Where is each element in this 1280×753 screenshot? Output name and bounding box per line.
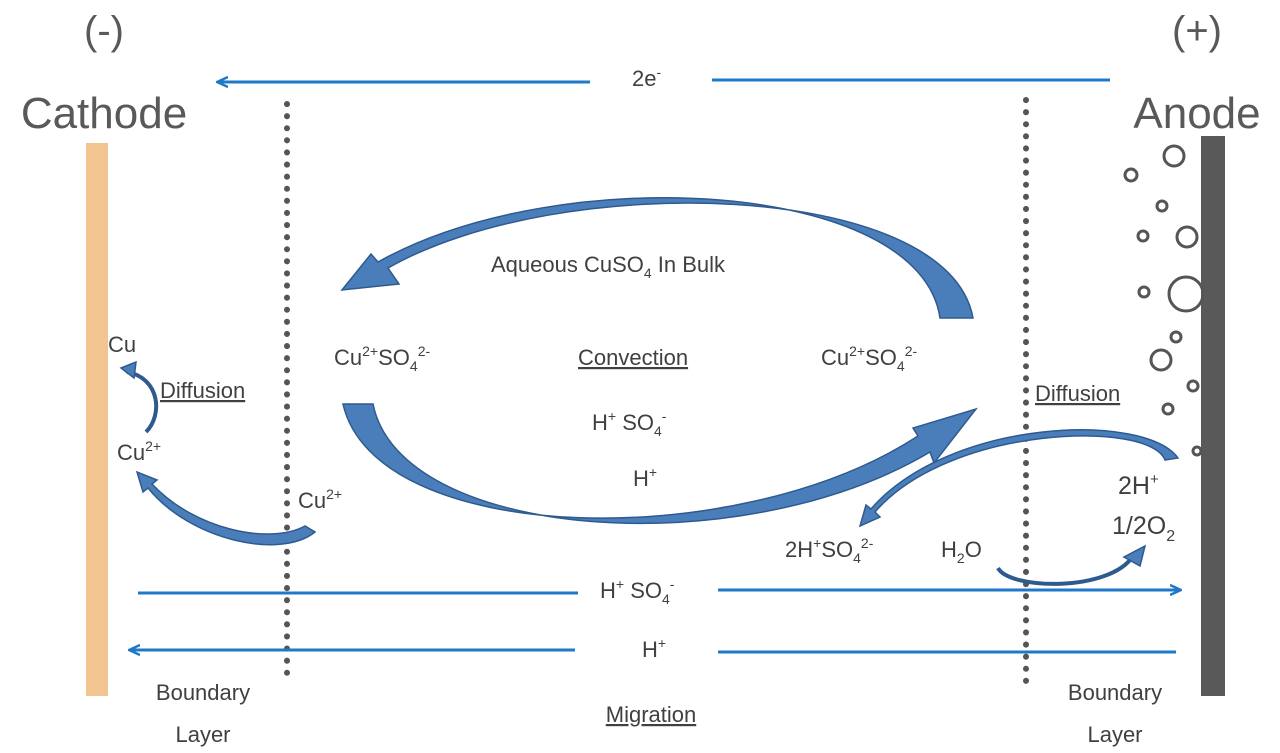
anode-electrode	[1201, 136, 1225, 696]
anode-products-line-1: 2H+	[1118, 471, 1159, 500]
anode-reaction-arrow	[996, 554, 1135, 586]
cathode-boundary-label-2: Layer	[175, 722, 230, 747]
cathode-cu2-left: Cu2+	[117, 438, 161, 465]
anode-boundary-label-2: Layer	[1087, 722, 1142, 747]
cathode-diffusion-arrowhead	[119, 360, 137, 380]
cathode-electrode	[86, 143, 108, 696]
convection-arrow-lower	[342, 403, 979, 525]
bulk-center-ions-2: H+	[633, 464, 657, 491]
cathode-migration-curve	[135, 470, 317, 546]
bulk-left-ions: Cu2+SO42-	[334, 343, 430, 374]
cathode-label: Cathode	[21, 89, 187, 138]
migration-lower-label: H+	[642, 635, 666, 662]
anode-boundary-label-1: Boundary	[1068, 680, 1162, 705]
cathode-diffusion-label: Diffusion	[160, 378, 245, 403]
cathode-diffusion-arrow	[126, 370, 159, 434]
bulk-center-ions-1: H+ SO4-	[592, 408, 667, 439]
convection-arrow-upper	[340, 197, 974, 319]
cathode-sign: (-)	[84, 9, 124, 53]
oxygen-bubbles	[1123, 144, 1205, 457]
cathode-cu-label: Cu	[108, 332, 136, 357]
anode-reaction-arrowhead	[1122, 544, 1147, 568]
anode-sign: (+)	[1172, 9, 1222, 53]
cathode-boundary-label-1: Boundary	[156, 680, 250, 705]
migration-upper-label: H+ SO4-	[600, 576, 675, 607]
electron-flow-label: 2e-	[632, 64, 661, 91]
anode-diffusion-arrow	[858, 429, 1180, 528]
migration-label: Migration	[606, 702, 696, 727]
anode-label: Anode	[1133, 89, 1260, 138]
bulk-right-ions: Cu2+SO42-	[821, 343, 917, 374]
convection-label: Convection	[578, 345, 688, 370]
anode-products-line-2: 1/2O2	[1112, 512, 1175, 545]
anode-diffusion-label: Diffusion	[1035, 381, 1120, 406]
anode-h2o-label: H2O	[941, 537, 982, 566]
cathode-cu2-right: Cu2+	[298, 486, 342, 513]
anode-h2so4-label: 2H+SO42-	[785, 535, 874, 566]
bulk-label: Aqueous CuSO4 In Bulk	[491, 252, 726, 281]
